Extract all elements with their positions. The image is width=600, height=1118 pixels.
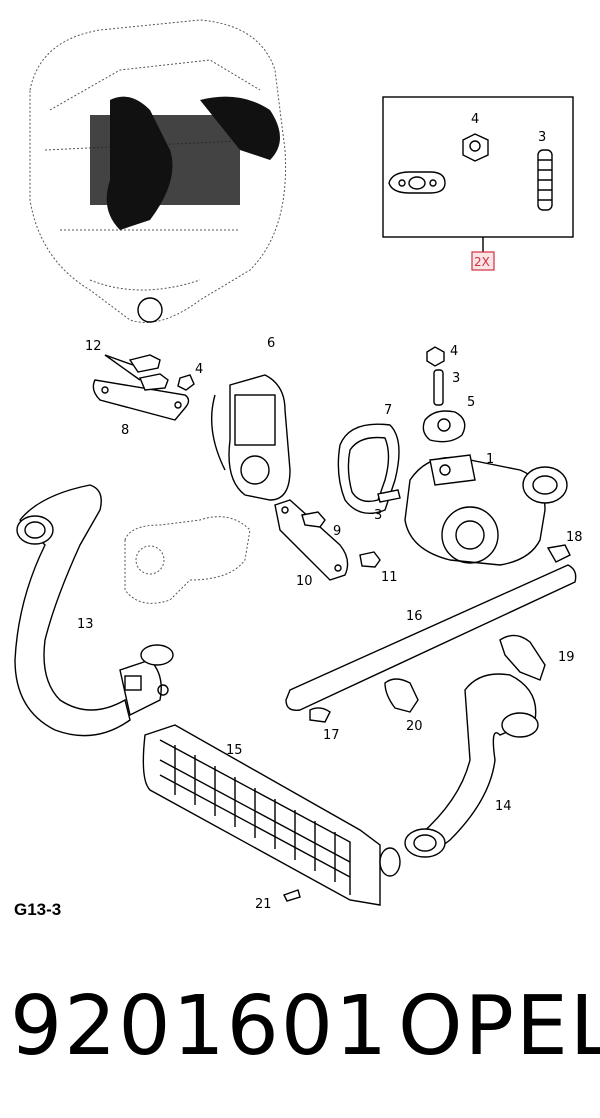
callout-6: 6 (267, 336, 275, 351)
callout-3-kit: 3 (538, 130, 546, 145)
gasket-6 (210, 374, 291, 501)
callout-4-bracket: 4 (195, 362, 203, 377)
fasteners-mid (422, 346, 466, 443)
callout-11: 11 (381, 570, 398, 585)
callout-1: 1 (486, 452, 494, 467)
brand-name: OPEL (398, 979, 600, 1074)
callout-12: 12 (85, 339, 102, 354)
turbocharger-1 (377, 454, 568, 566)
callout-18: 18 (566, 530, 583, 545)
callout-14: 14 (495, 799, 512, 814)
callout-5: 5 (467, 395, 475, 410)
callout-4-turbo: 4 (450, 344, 458, 359)
exploded-parts-diagram: 4 3 12 4 6 8 4 3 5 7 1 9 3 18 10 11 16 1… (14, 19, 583, 912)
callout-3-stud: 3 (374, 508, 382, 523)
kit-multiplier-box (471, 251, 495, 271)
callout-21: 21 (255, 897, 272, 912)
engine-overview (29, 19, 287, 323)
callout-7: 7 (384, 403, 392, 418)
callout-19: 19 (558, 650, 575, 665)
callout-17: 17 (323, 728, 340, 743)
section-code: G13-3 (14, 900, 62, 919)
callout-8: 8 (121, 423, 129, 438)
bracket-10 (274, 499, 381, 581)
callout-13: 13 (77, 617, 94, 632)
part-number: 9201601 (10, 979, 390, 1074)
clamps (309, 634, 546, 723)
hose-14 (404, 673, 539, 858)
callout-20: 20 (406, 719, 423, 734)
callout-9: 9 (333, 524, 341, 539)
pipe-16 (285, 544, 577, 711)
kit-multiplier-label: 2X (474, 255, 490, 269)
callout-15: 15 (226, 743, 243, 758)
callout-10: 10 (296, 574, 313, 589)
kit-box (382, 96, 574, 271)
manifold (124, 516, 251, 604)
hose-13 (14, 484, 174, 737)
footer: 9201601 OPEL (0, 972, 600, 1082)
bracket-8 (92, 354, 195, 421)
callout-3-turbo: 3 (452, 371, 460, 386)
intercooler-15 (142, 724, 401, 906)
callout-16: 16 (406, 609, 423, 624)
callout-4-kit: 4 (471, 112, 479, 127)
